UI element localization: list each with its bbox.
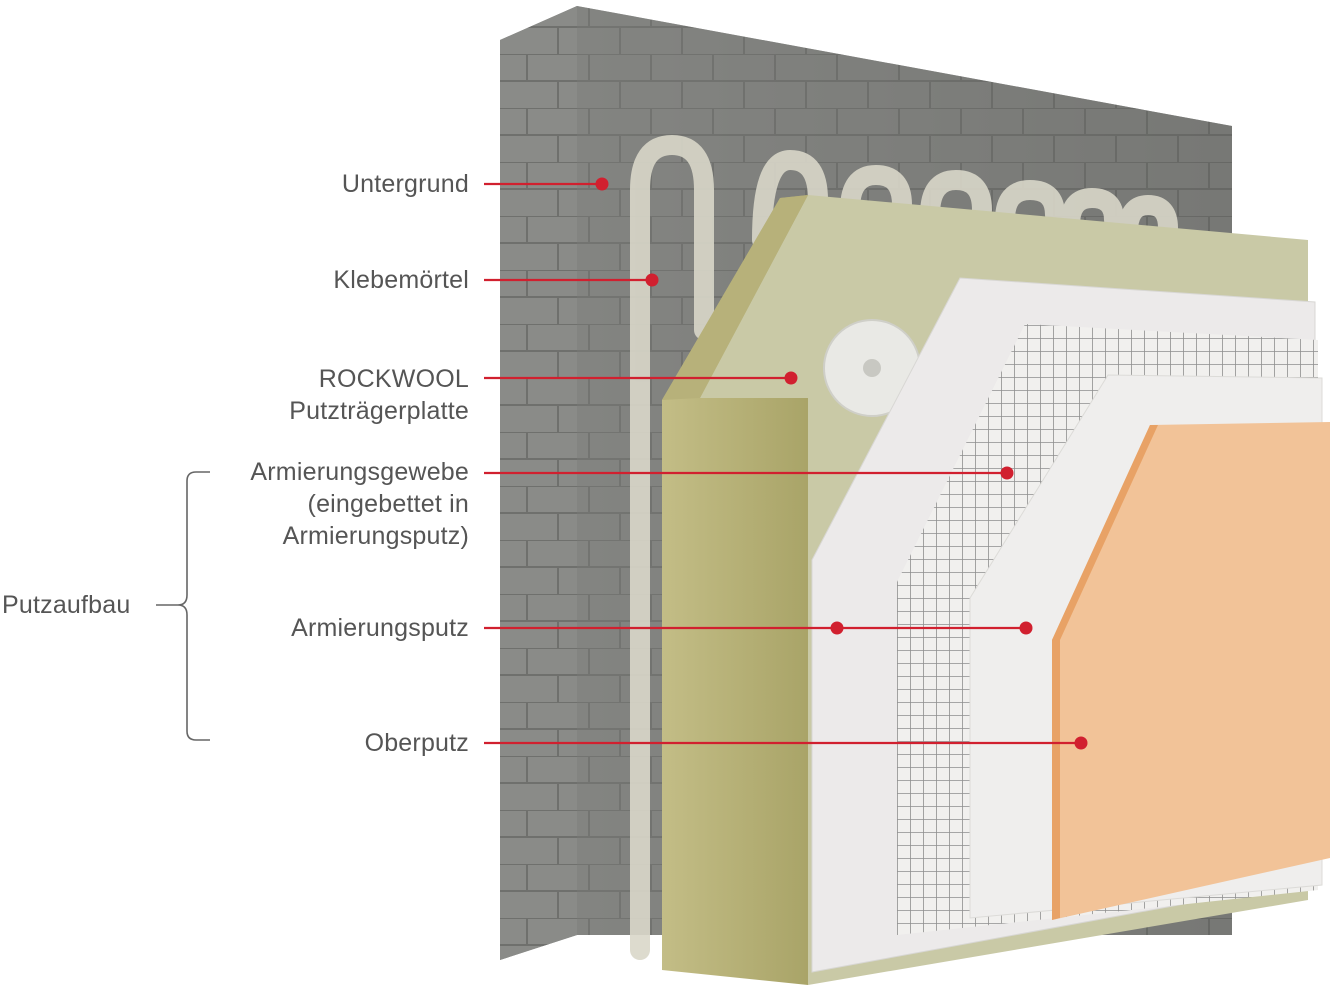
label-putzaufbau: Putzaufbau [2,591,131,619]
dot-armierungsputz-outer [1019,621,1033,635]
label-rockwool-line1: ROCKWOOL [318,365,469,393]
dot-armierungsputz-inner [830,621,844,635]
label-klebemoertel: Klebemörtel [333,266,469,294]
label-armierungsgewebe-line2: (eingebettet in [307,490,469,518]
dot-klebemoertel [645,273,659,287]
label-untergrund: Untergrund [341,170,469,198]
label-rockwool-board: ROCKWOOL Putzträgerplatte [289,363,469,427]
label-armierungsputz: Armierungsputz [291,614,469,642]
dot-untergrund [595,177,609,191]
label-rockwool-line2: Putzträgerplatte [289,397,469,425]
label-armierungsgewebe-line3: Armierungsputz) [282,522,469,550]
dot-oberputz [1074,736,1088,750]
label-armierungsgewebe-line1: Armierungsgewebe [250,458,469,486]
label-oberputz: Oberputz [364,729,469,757]
leader-dots [595,177,1088,750]
adhesive-mortar-beads [630,134,1178,960]
label-armierungsgewebe: Armierungsgewebe (eingebettet in Armieru… [250,456,469,552]
dot-rockwool [784,371,798,385]
putzaufbau-bracket [156,471,210,741]
dot-armierungsgewebe [1000,466,1014,480]
top-coat-layer [1052,422,1330,920]
leader-lines [484,182,1081,745]
insulation-anchor [823,319,921,417]
